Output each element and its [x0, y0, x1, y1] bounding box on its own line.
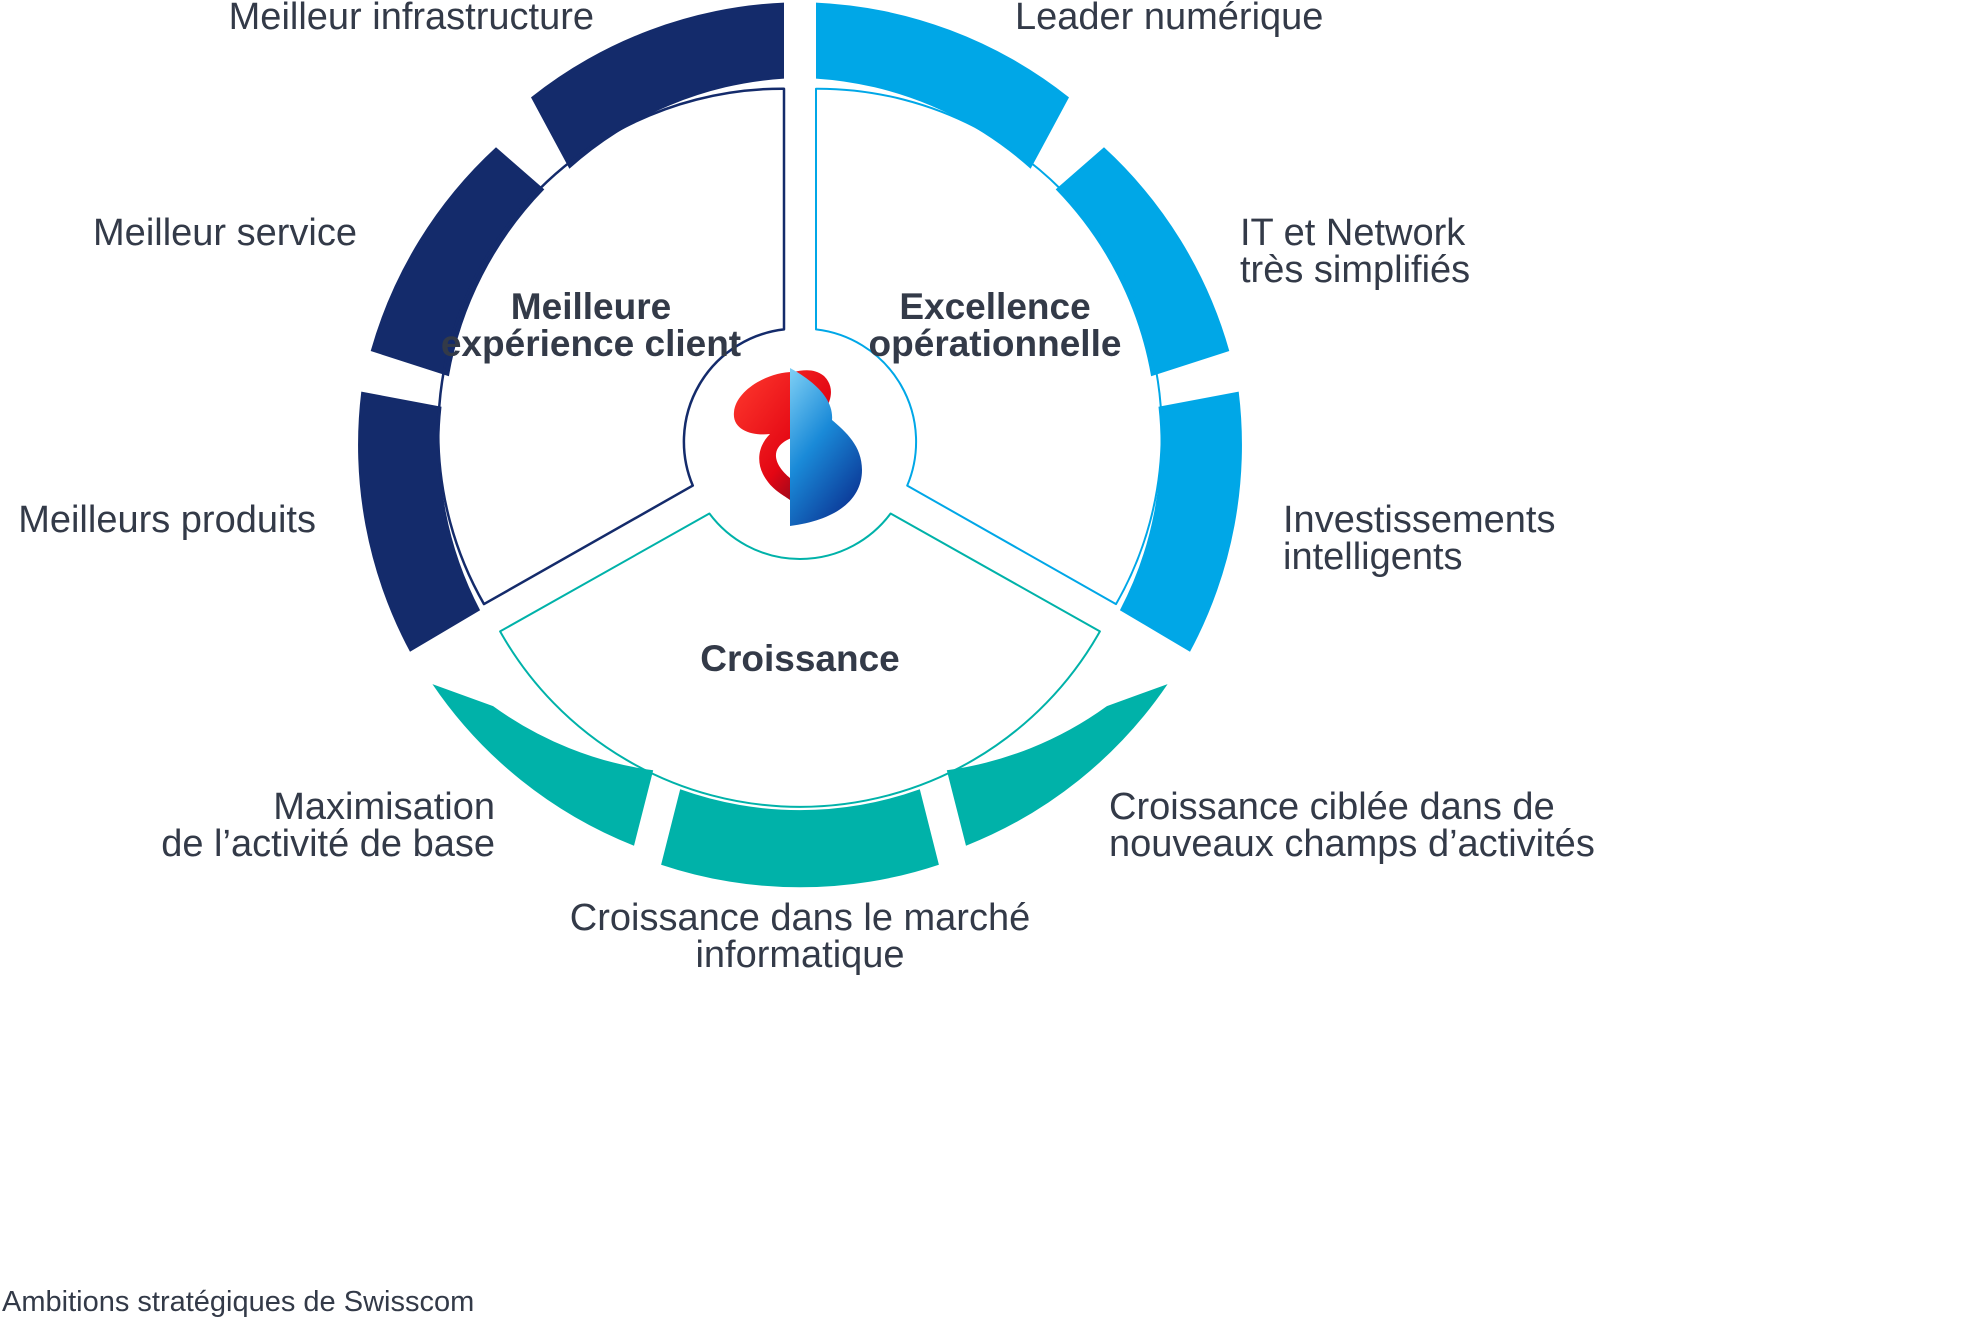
ring-segment-it-market [661, 789, 939, 888]
ring-segment-investments [1119, 391, 1242, 652]
ring-segment-infrastructure [531, 2, 784, 169]
figure-caption: Ambitions stratégiques de Swisscom [2, 1286, 475, 1318]
ring-segment-digital-leader [816, 2, 1069, 169]
ring-segment-products [358, 391, 481, 652]
pillar-outline-operational [815, 87, 1163, 606]
label-infrastructure: Meilleur infrastructure [229, 0, 594, 38]
ring-segment-it-network [1055, 147, 1230, 377]
pillar-outline-growth [499, 512, 1101, 808]
pillar-title-growth: Croissance [700, 638, 900, 679]
label-products: Meilleurs produits [18, 499, 316, 541]
pillar-outline-customer [437, 87, 786, 606]
ring-segment-service [370, 147, 545, 377]
label-service: Meilleur service [93, 212, 357, 254]
swisscom-logo-icon [733, 368, 862, 526]
ring-segment-core-business [432, 684, 654, 846]
label-digital-leader: Leader numérique [1015, 0, 1323, 38]
ring-segment-new-fields [946, 684, 1168, 846]
